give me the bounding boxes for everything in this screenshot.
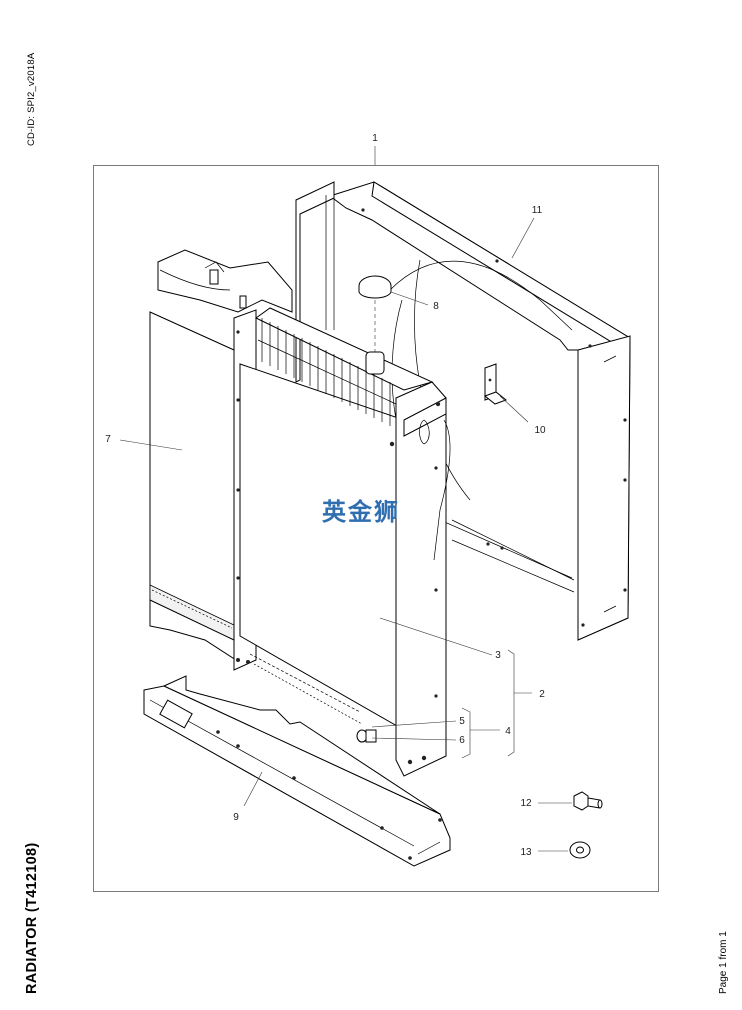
leader-lines [119,146,572,852]
radiator-core [233,307,451,777]
callout-7: 7 [105,434,111,445]
drain-plug [356,729,377,743]
callout-8: 8 [433,301,439,312]
callout-12: 12 [520,798,532,809]
callout-1: 1 [372,133,378,144]
washer [569,841,591,859]
bottom-support [143,675,451,867]
callout-13: 13 [520,847,532,858]
charge-air-cooler [149,249,293,661]
callout-6: 6 [459,735,465,746]
callout-2: 2 [539,689,545,700]
drawing-frame [93,165,659,892]
core-fins [257,318,397,426]
callout-10: 10 [534,425,546,436]
callout-3: 3 [495,650,501,661]
callout-9: 9 [233,812,239,823]
bracket [483,363,508,405]
watermark: 英金狮 [322,498,400,526]
callout-4: 4 [505,726,511,737]
callouts: 1 11 8 10 7 3 2 5 6 4 9 12 13 [105,133,546,858]
flange-bolt [573,791,603,811]
callout-11: 11 [532,205,543,216]
fan-shroud [295,181,631,641]
filler-cap [358,275,392,352]
callout-5: 5 [459,716,465,727]
